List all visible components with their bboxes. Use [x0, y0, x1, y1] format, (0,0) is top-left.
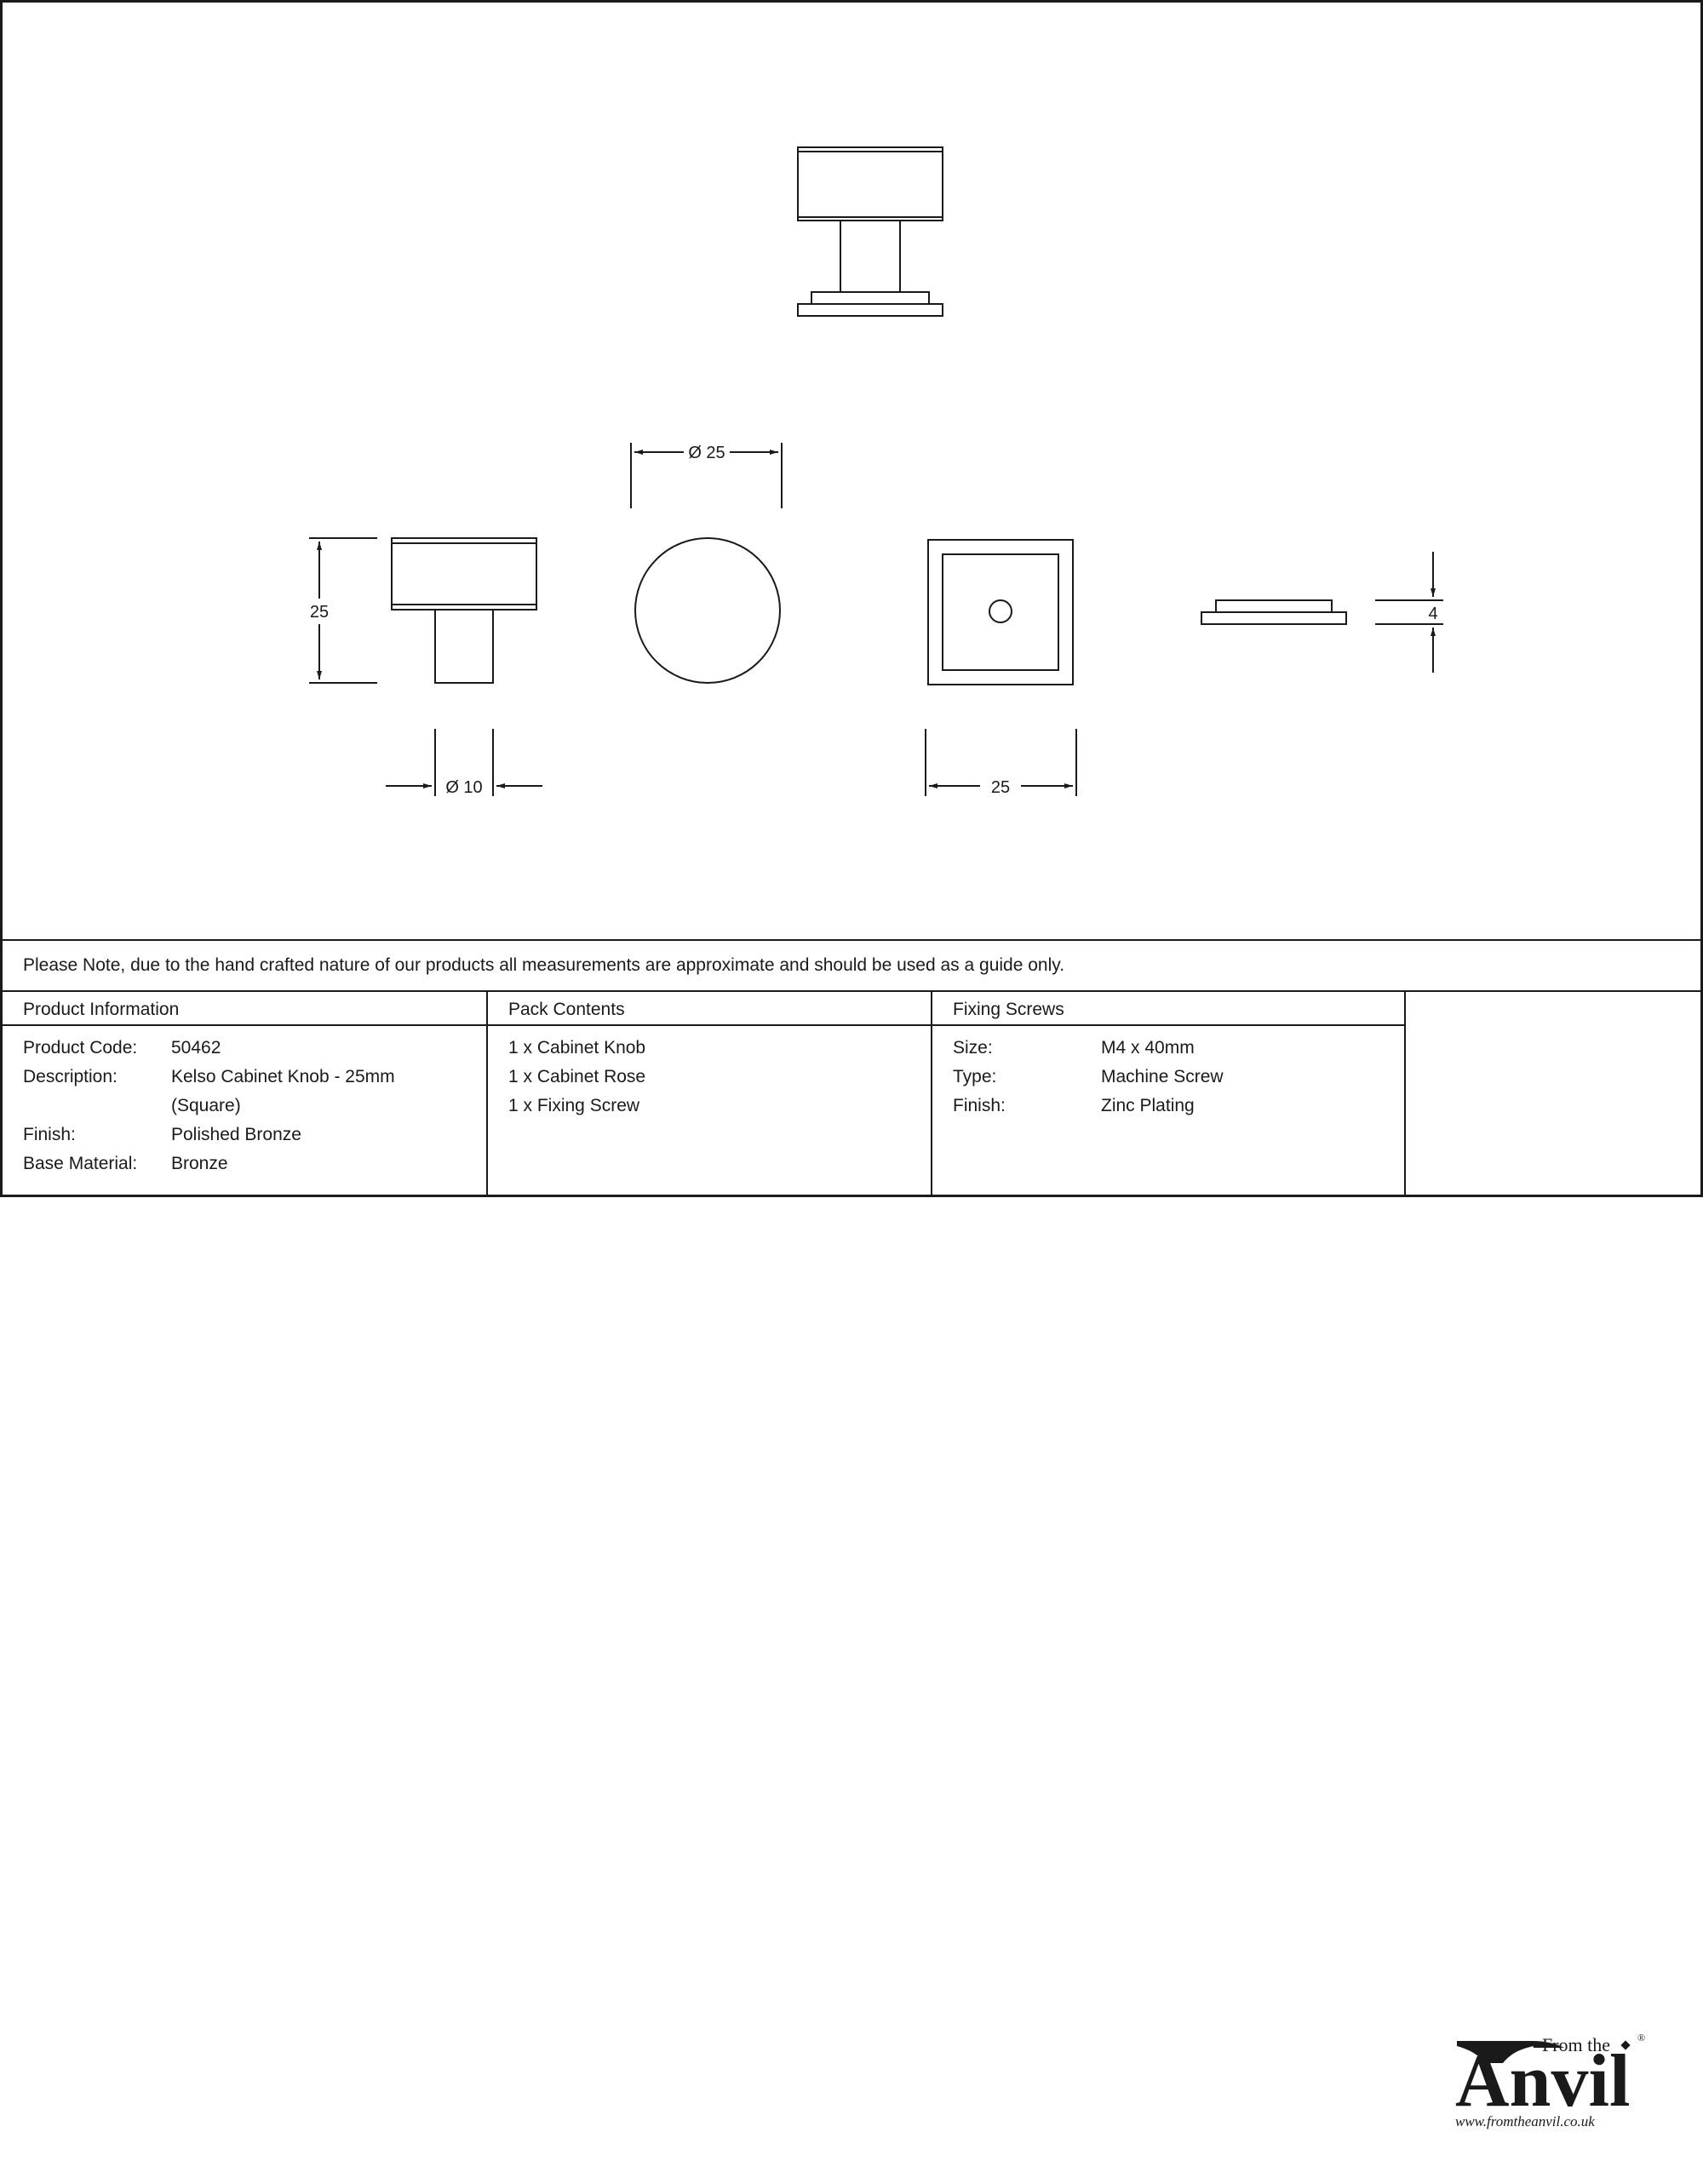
- knob-side-view: [391, 537, 537, 684]
- rose-base: [797, 303, 943, 317]
- info-row: Finish: Polished Bronze: [23, 1125, 486, 1154]
- assembled-knob-view: [797, 146, 943, 317]
- pack-contents-heading: Pack Contents: [488, 992, 931, 1026]
- logo-brand: Anvil: [1455, 2040, 1630, 2123]
- product-information-heading: Product Information: [3, 992, 486, 1026]
- screw-label: Finish:: [953, 1096, 1006, 1115]
- from-the-anvil-logo: From the ® Anvil www.fromtheanvil.co.uk: [1455, 2032, 1645, 2130]
- info-row: Product Code: 50462: [23, 1038, 486, 1067]
- pack-item: 1 x Fixing Screw: [508, 1096, 640, 1115]
- info-label: Finish:: [23, 1125, 76, 1144]
- logo-website: www.fromtheanvil.co.uk: [1455, 2113, 1595, 2130]
- screw-hole: [989, 599, 1012, 623]
- screw-value: Zinc Plating: [1101, 1096, 1195, 1115]
- knob-stem: [840, 220, 901, 293]
- info-value: Bronze: [171, 1154, 228, 1173]
- knob-head-side: [391, 537, 537, 610]
- rose-side-view: [1201, 599, 1347, 625]
- rose-outer: [927, 539, 1074, 685]
- info-table: Product Information Product Code: 50462 D…: [3, 992, 1700, 2130]
- screw-value: M4 x 40mm: [1101, 1038, 1195, 1058]
- screw-label: Size:: [953, 1038, 993, 1058]
- info-value: Polished Bronze: [171, 1125, 301, 1144]
- pack-contents-panel: Pack Contents 1 x Cabinet Knob 1 x Cabin…: [488, 992, 932, 1195]
- pack-item: 1 x Cabinet Knob: [508, 1038, 646, 1058]
- knob-stem-side: [434, 609, 494, 684]
- rose-thickness-label: 4: [1428, 605, 1437, 623]
- stem-diameter-dimension: [386, 729, 542, 796]
- technical-drawing-sheet: 25 Ø 10 Ø 25 25 4 Please Note, due to th…: [0, 0, 1703, 2130]
- product-information-panel: Product Information Product Code: 50462 D…: [3, 992, 488, 1195]
- technical-drawing: 25 Ø 10 Ø 25 25 4: [309, 146, 1443, 797]
- height-dimension-label: 25: [310, 603, 329, 622]
- info-row: (Square): [23, 1096, 486, 1125]
- knob-face-circle: [634, 537, 781, 684]
- measurement-note: Please Note, due to the hand crafted nat…: [3, 939, 1700, 992]
- info-row: Description: Kelso Cabinet Knob - 25mm: [23, 1067, 486, 1096]
- info-value: Kelso Cabinet Knob - 25mm: [171, 1067, 395, 1086]
- screw-row: Type: Machine Screw: [953, 1067, 1404, 1096]
- info-label: Description:: [23, 1067, 118, 1086]
- fixing-screws-heading: Fixing Screws: [932, 992, 1404, 1026]
- rose-side-upper: [1215, 599, 1333, 613]
- rose-side-base: [1201, 611, 1347, 625]
- info-value: (Square): [171, 1096, 241, 1115]
- knob-head: [797, 146, 943, 221]
- rose-thickness-dimension: [1375, 552, 1443, 673]
- pack-item: 1 x Cabinet Rose: [508, 1067, 646, 1086]
- stem-diameter-label: Ø 10: [445, 778, 482, 797]
- screw-value: Machine Screw: [1101, 1067, 1224, 1086]
- screw-label: Type:: [953, 1067, 997, 1086]
- rose-width-dimension: [925, 729, 1077, 796]
- rose-plan-view: [927, 539, 1074, 685]
- info-row: Base Material: Bronze: [23, 1154, 486, 1183]
- screw-row: Finish: Zinc Plating: [953, 1096, 1404, 1125]
- knob-diameter-label: Ø 25: [688, 444, 725, 462]
- rose-inner: [942, 553, 1059, 671]
- info-value: 50462: [171, 1038, 221, 1058]
- info-label: Base Material:: [23, 1154, 138, 1173]
- registered-mark: ®: [1637, 2032, 1645, 2044]
- screw-row: Size: M4 x 40mm: [953, 1038, 1404, 1067]
- rose-width-label: 25: [991, 778, 1010, 797]
- knob-diameter-dimension: [630, 443, 783, 508]
- rose-upper: [811, 291, 930, 305]
- knob-face-view: [634, 537, 781, 684]
- height-dimension: [309, 537, 377, 684]
- info-label: Product Code:: [23, 1038, 138, 1058]
- fixing-screws-panel: Fixing Screws Size: M4 x 40mm Type: Machin…: [932, 992, 1406, 1195]
